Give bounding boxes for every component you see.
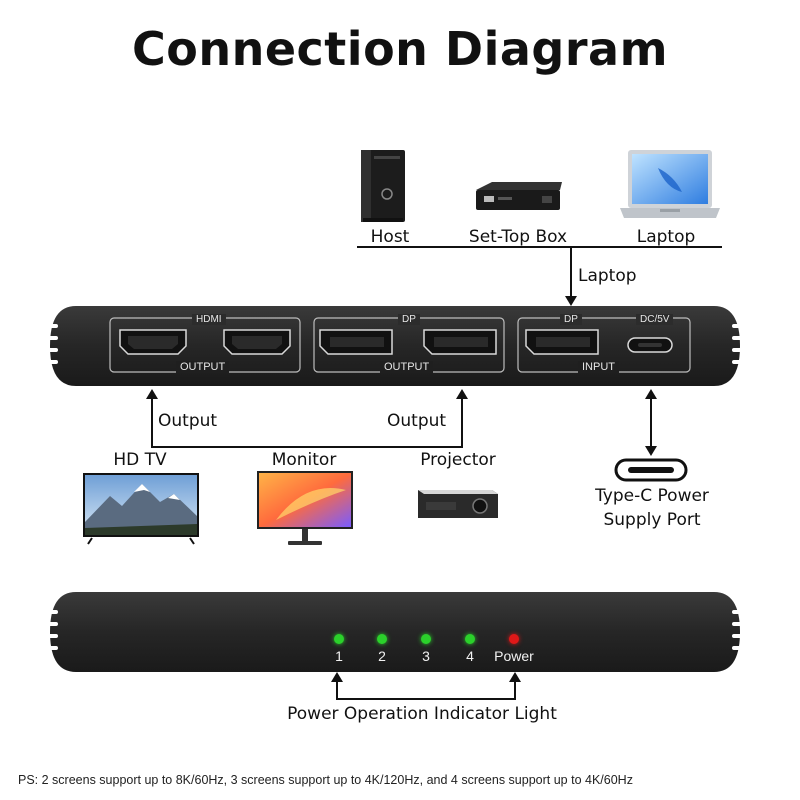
led-label-4: 4: [466, 648, 474, 664]
led-2: [377, 634, 387, 644]
switch-device-front: [48, 592, 742, 672]
power-arrow-head-down: [645, 446, 657, 456]
led-arrow-head-right: [509, 672, 521, 682]
led-label-2: 2: [378, 648, 386, 664]
power-arrow-line: [650, 396, 652, 448]
footnote: PS: 2 screens support up to 8K/60Hz, 3 s…: [18, 773, 633, 787]
led-label-3: 3: [422, 648, 430, 664]
desktop-tower-icon: [361, 150, 405, 222]
output-arrow-label-left: Output: [158, 411, 218, 431]
power-port-label-line2: Supply Port: [603, 510, 701, 530]
led-label-power: Power: [494, 648, 534, 664]
port-label-output-hdmi: OUTPUT: [176, 361, 230, 373]
source-arrow-head: [565, 296, 577, 306]
output-label-hd-tv: HD TV: [113, 450, 167, 470]
laptop-icon: [620, 150, 720, 218]
led-label-1: 1: [335, 648, 343, 664]
power-port-label: Type-C Power Supply Port: [595, 484, 709, 532]
page-title: Connection Diagram: [131, 22, 669, 76]
port-label-output-dp: OUTPUT: [380, 361, 434, 373]
output-arrow-label-right: Output: [387, 411, 447, 431]
set-top-box-icon: [476, 182, 562, 210]
port-label-hdmi: HDMI: [192, 314, 226, 325]
projector-icon: [418, 490, 498, 518]
source-bus-line: [357, 246, 722, 248]
output-bus-line: [151, 446, 463, 448]
output-arrow-head-left: [146, 389, 158, 399]
monitor-icon: [257, 471, 353, 545]
tv-icon: [83, 473, 199, 545]
source-label-host: Host: [370, 227, 410, 247]
source-arrow-line: [570, 246, 572, 298]
led-bracket-right: [514, 680, 516, 700]
led-bracket-left: [336, 680, 338, 700]
output-label-monitor: Monitor: [271, 450, 337, 470]
led-3: [421, 634, 431, 644]
power-port-label-line1: Type-C Power: [595, 486, 709, 506]
source-arrow-label: Laptop: [578, 266, 637, 286]
led-power: [509, 634, 519, 644]
led-4: [465, 634, 475, 644]
led-arrow-head-left: [331, 672, 343, 682]
power-arrow-head-up: [645, 389, 657, 399]
port-label-input: INPUT: [578, 361, 619, 373]
led-1: [334, 634, 344, 644]
source-label-set-top-box: Set-Top Box: [468, 227, 568, 247]
usb-c-port-icon: [614, 458, 688, 482]
led-caption: Power Operation Indicator Light: [287, 704, 557, 724]
port-label-dc5v: DC/5V: [636, 314, 674, 325]
port-label-dp-input: DP: [560, 314, 582, 325]
output-arrow-line-left: [151, 396, 153, 448]
output-arrow-head-right: [456, 389, 468, 399]
output-arrow-line-right: [461, 396, 463, 448]
led-bracket-line: [336, 698, 516, 700]
port-label-dp-output: DP: [398, 314, 420, 325]
output-label-projector: Projector: [420, 450, 496, 470]
source-label-laptop: Laptop: [636, 227, 696, 247]
